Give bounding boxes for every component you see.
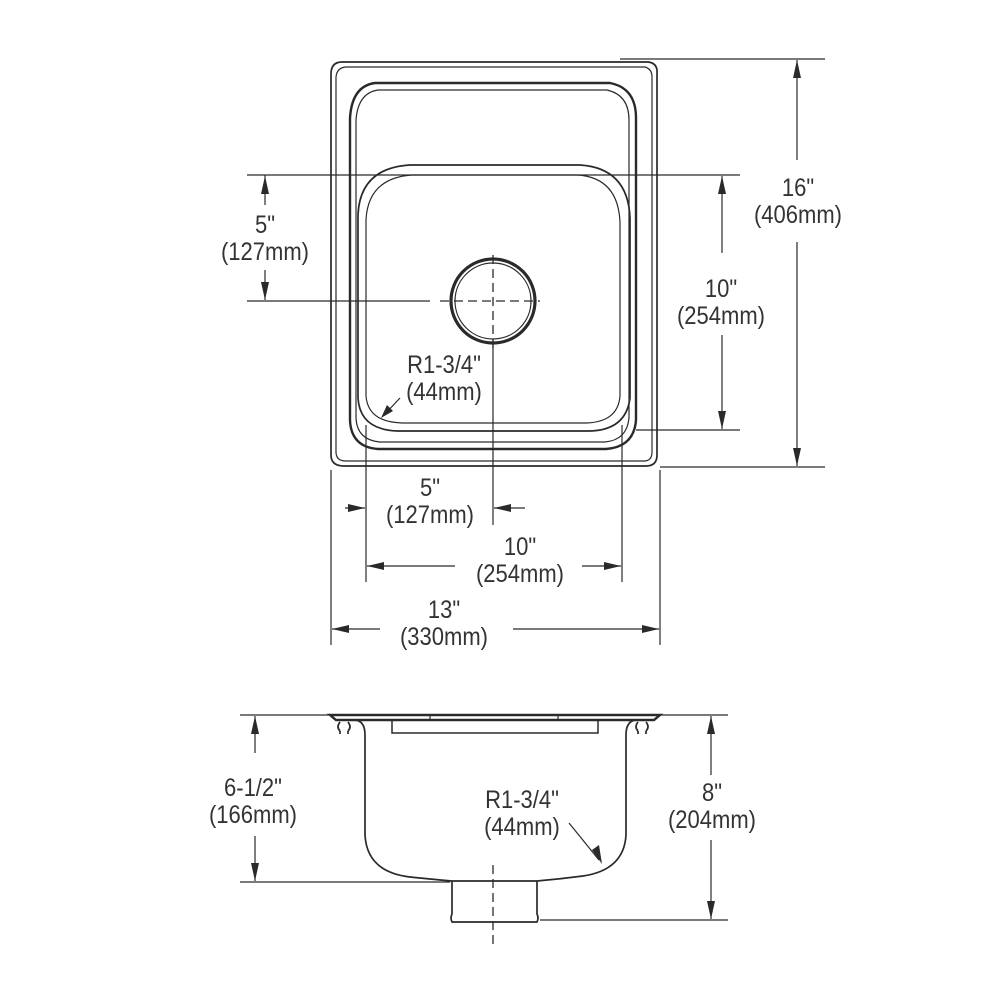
dim-label-overall-width: 13" (330mm) bbox=[395, 597, 494, 651]
dim-inch: 16" bbox=[781, 174, 815, 202]
dim-inch: 6-1/2" bbox=[224, 774, 282, 802]
dim-inch: 5" bbox=[254, 211, 276, 239]
dim-mm: (330mm) bbox=[399, 623, 488, 651]
dim-inch: 5" bbox=[419, 474, 441, 502]
dim-label-drain-from-top: 5" (127mm) bbox=[217, 212, 314, 266]
sink-side-view bbox=[326, 713, 664, 948]
dim-label-bowl-depth: 6-1/2" (166mm) bbox=[200, 775, 306, 829]
top-view-dimension-lines bbox=[247, 58, 825, 645]
dim-label-overall-depth: 8" (204mm) bbox=[663, 780, 762, 834]
dim-label-overall-length: 16" (406mm) bbox=[749, 175, 848, 229]
dim-label-bowl-corner-radius: R1-3/4" (44mm) bbox=[398, 352, 490, 406]
dim-inch: 10" bbox=[503, 533, 537, 561]
dim-mm: (254mm) bbox=[475, 560, 564, 588]
sink-top-view bbox=[330, 61, 658, 467]
dim-label-bowl-width: 10" (254mm) bbox=[471, 534, 570, 588]
dim-inch: R1-3/4" bbox=[485, 786, 559, 814]
dim-mm: (44mm) bbox=[484, 813, 560, 841]
dim-inch: 13" bbox=[427, 596, 461, 624]
dim-label-drain-from-side: 5" (127mm) bbox=[381, 475, 480, 529]
dim-label-bowl-length: 10" (254mm) bbox=[672, 276, 771, 330]
dim-label-side-corner-radius: R1-3/4" (44mm) bbox=[476, 787, 568, 841]
dim-mm: (127mm) bbox=[385, 501, 474, 529]
dim-mm: (44mm) bbox=[406, 378, 482, 406]
dim-inch: 10" bbox=[704, 275, 738, 303]
dim-inch: R1-3/4" bbox=[407, 351, 481, 379]
dim-mm: (204mm) bbox=[667, 806, 756, 834]
dim-mm: (127mm) bbox=[220, 238, 309, 266]
side-view-dimension-lines bbox=[240, 714, 728, 921]
dim-mm: (166mm) bbox=[208, 801, 297, 829]
dim-mm: (406mm) bbox=[753, 201, 842, 229]
dim-inch: 8" bbox=[701, 779, 723, 807]
dim-mm: (254mm) bbox=[676, 302, 765, 330]
